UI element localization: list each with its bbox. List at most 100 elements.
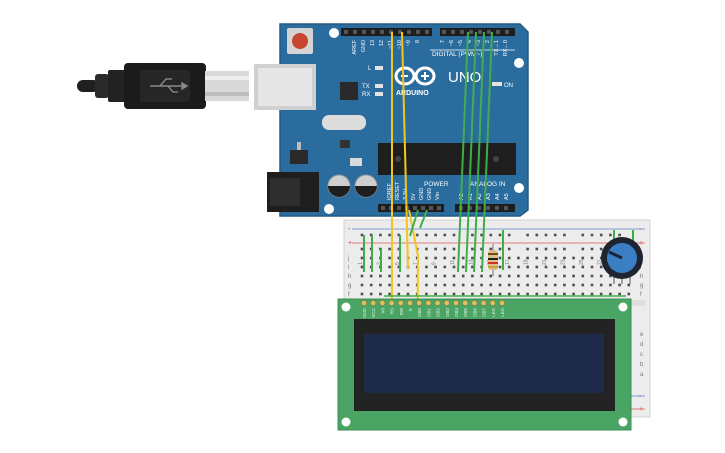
wire-green[interactable] — [481, 31, 493, 273]
digital-pin-label: TX→1 — [494, 40, 500, 56]
usb-symbol-icon — [150, 78, 189, 93]
lcd-pin-label: DB7 — [482, 308, 487, 317]
rail-plus-label: + — [639, 406, 643, 413]
resistor[interactable] — [488, 244, 498, 276]
lcd-pin-label: DB4 — [454, 308, 459, 317]
digital-pin-label: ~5 — [458, 40, 464, 46]
column-number: 21 — [542, 259, 548, 265]
column-number: 1 — [358, 262, 364, 265]
mount-hole — [514, 58, 524, 68]
lcd-pin-label: DB3 — [445, 308, 450, 317]
column-number: 23 — [560, 259, 566, 265]
power-pin-label: GND — [419, 188, 425, 200]
label-tx: TX — [362, 84, 370, 90]
power-pin-label: IOREF — [387, 183, 393, 200]
digital-pin-label: AREF — [352, 39, 358, 54]
wire-green[interactable] — [419, 209, 428, 229]
lcd-screen — [364, 334, 604, 393]
wires — [363, 31, 634, 411]
usb-cable[interactable] — [77, 63, 249, 109]
digital-pin-label: ~9 — [406, 40, 412, 46]
rail-minus-label: - — [639, 226, 642, 233]
analog-pin-label: A4 — [495, 193, 501, 200]
column-number: 25 — [579, 259, 585, 265]
label-on: ON — [504, 83, 513, 89]
wire-yellow[interactable] — [401, 31, 409, 269]
power-label: POWER — [424, 181, 449, 188]
power-pin-label: RESET — [395, 181, 401, 200]
analog-pin-label: A2 — [477, 193, 483, 200]
mount-hole — [514, 183, 524, 193]
lcd-pin-label: DB1 — [426, 308, 431, 317]
column-number: 19 — [524, 259, 530, 265]
lcd-pin-label: LED — [500, 307, 505, 317]
digital-label: DIGITAL (PWM~) — [432, 51, 482, 58]
analog-in-label: ANALOG IN — [470, 181, 506, 188]
row-letter: f — [640, 292, 642, 298]
mount-hole — [324, 204, 334, 214]
lcd-pin-label: DB6 — [472, 308, 477, 317]
led-tx — [375, 84, 383, 88]
digital-pin-label: ~3 — [476, 40, 482, 46]
row-letter: i — [640, 265, 641, 271]
digital-pin-label: 4 — [467, 40, 473, 43]
digital-header-left — [341, 28, 432, 36]
column-number: 7 — [413, 262, 419, 265]
power-header — [378, 204, 444, 212]
lcd-pin-label: RW — [399, 307, 404, 315]
digital-pin-label: 13 — [370, 40, 376, 46]
row-letter: c — [640, 352, 643, 358]
wire-green[interactable] — [409, 209, 419, 237]
led-on — [492, 82, 502, 86]
power-pin-label: 5V — [411, 193, 417, 200]
digital-pin-label: 8 — [415, 40, 421, 43]
mount-hole — [618, 302, 628, 312]
label-l: L — [368, 66, 372, 72]
column-number: 13 — [468, 259, 474, 265]
arduino-logo-icon — [394, 66, 436, 86]
wire-green[interactable] — [473, 31, 485, 273]
digital-pin-label: ~6 — [449, 40, 455, 46]
row-letter: b — [640, 362, 644, 368]
mount-hole — [329, 28, 339, 38]
column-number: 9 — [432, 262, 438, 265]
led-l — [375, 66, 383, 70]
lcd-pin-label: VCC — [371, 307, 376, 317]
row-letter: j — [347, 256, 349, 262]
label-rx: RX — [362, 92, 370, 98]
lcd-pin-label: DB5 — [463, 308, 468, 317]
lcd-pin-label: RS — [390, 308, 395, 314]
reset-button[interactable] — [292, 33, 308, 49]
digital-pin-label: 7 — [440, 40, 446, 43]
lcd-pin-label: DB0 — [417, 308, 422, 317]
analog-pin-label: A5 — [504, 193, 510, 200]
lcd-pin-label: V0 — [380, 308, 385, 314]
mount-hole — [618, 417, 628, 427]
analog-pin-label: A1 — [468, 193, 474, 200]
power-pin-label: GND — [427, 188, 433, 200]
crystal-oscillator — [322, 115, 366, 130]
usb-chip — [340, 82, 358, 100]
wire-green[interactable] — [465, 31, 477, 273]
power-pin-label: Vin — [435, 192, 441, 200]
rail-minus-label: - — [348, 226, 351, 233]
wire-green[interactable] — [457, 31, 469, 273]
column-number: 5 — [395, 262, 401, 265]
digital-pin-label: 12 — [379, 40, 385, 46]
column-number: 3 — [376, 262, 382, 265]
rail-plus-label: + — [639, 240, 643, 247]
arduino-logo-text: ARDUINO — [396, 90, 429, 97]
column-number: 11 — [450, 260, 456, 265]
column-number: 27 — [597, 259, 603, 265]
row-letter: g — [348, 283, 351, 289]
digital-pin-label: GND — [361, 40, 367, 52]
rail-minus-label: - — [639, 393, 642, 400]
row-letter: h — [348, 274, 351, 280]
lcd-pin-label: DB2 — [436, 308, 441, 317]
digital-pin-label: RX←0 — [503, 40, 509, 56]
potentiometer[interactable] — [601, 237, 643, 284]
row-letter: e — [640, 332, 644, 338]
analog-pin-label: A3 — [486, 193, 492, 200]
